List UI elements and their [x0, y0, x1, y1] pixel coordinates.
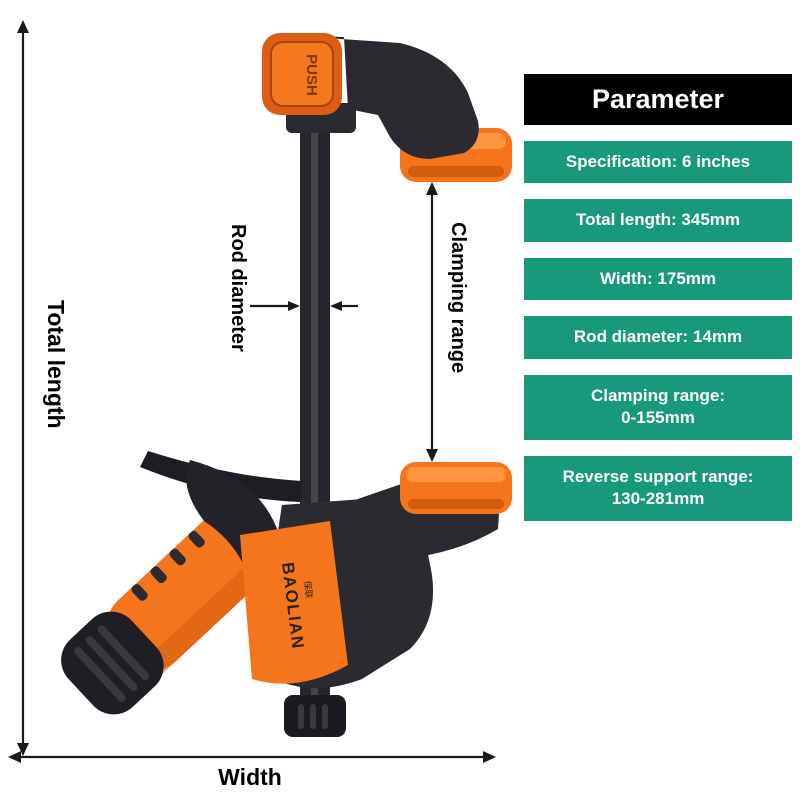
- lower-jaw-pad: [400, 462, 512, 514]
- width-label: Width: [218, 764, 282, 790]
- spec-row-line1: Clamping range:: [590, 385, 726, 405]
- total-length-arrow: [17, 20, 29, 756]
- spec-row-rod-diameter: Rod diameter: 14mm: [524, 316, 792, 359]
- spec-row-total-length: Total length: 345mm: [524, 199, 792, 242]
- clamp-bar-groove: [311, 105, 318, 717]
- clamping-range-arrow: [426, 182, 438, 462]
- clamp-illustration: PUSH BAOLIAN 保联: [61, 33, 512, 737]
- push-button: PUSH: [262, 33, 342, 115]
- spec-row-reverse-support: Reverse support range: 130-281mm: [524, 455, 792, 521]
- spec-row-line2: 0-155mm: [621, 408, 695, 428]
- spec-row-specification: Specification: 6 inches: [524, 141, 792, 184]
- spec-row-width: Width: 175mm: [524, 257, 792, 301]
- clamping-range-label: Clamping range: [447, 222, 469, 374]
- bar-end-cap: [284, 695, 346, 737]
- body-orange-panel: [240, 521, 348, 684]
- spec-row-line1: Width: 175mm: [599, 268, 717, 288]
- total-length-label: Total length: [43, 300, 69, 429]
- spec-row-line1: Reverse support range:: [562, 466, 754, 486]
- brand-sublabel: 保联: [302, 580, 315, 599]
- spec-row-line2: 130-281mm: [611, 489, 705, 509]
- parameter-header: Parameter: [524, 74, 792, 125]
- rod-diameter-arrow: [250, 301, 358, 311]
- parameter-panel: Parameter Specification: 6 inches Total …: [524, 74, 792, 521]
- width-arrow: [8, 751, 496, 763]
- fixed-head: [280, 35, 479, 159]
- spec-row-clamping-range: Clamping range: 0-155mm: [524, 374, 792, 440]
- spec-row-line1: Total length: 345mm: [575, 210, 741, 230]
- rod-diameter-label: Rod diameter: [227, 224, 249, 352]
- push-button-label: PUSH: [303, 54, 320, 96]
- spec-row-line1: Rod diameter: 14mm: [573, 327, 743, 347]
- spec-row-line1: Specification: 6 inches: [565, 152, 751, 171]
